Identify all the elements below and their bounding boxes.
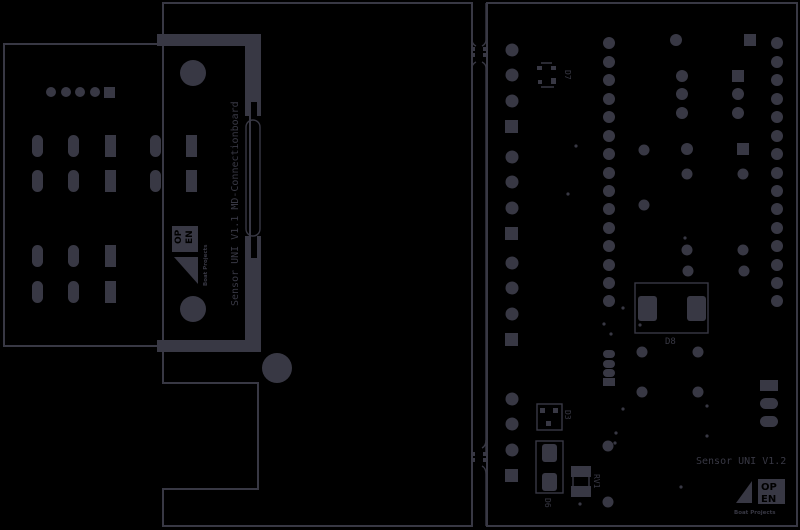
header-5pin: [46, 87, 115, 98]
header-column-1: [603, 37, 615, 307]
left-board: OP EN Boat Projects Boat Projects Sensor…: [3, 2, 473, 527]
copper-bracket: [157, 34, 261, 352]
vias: [566, 144, 709, 506]
svg-text:EN: EN: [185, 230, 195, 244]
svg-text:EN: EN: [761, 494, 776, 505]
logo-open-box: [758, 479, 785, 504]
mounting-hole-top: [180, 60, 206, 86]
connection-board-outline: [3, 43, 251, 347]
left-logo: OP EN Boat Projects: [172, 226, 198, 284]
terminal-column-left: [505, 43, 519, 482]
mounting-hole-frame: [262, 353, 292, 383]
right-board: D7: [471, 2, 798, 527]
logo-sail-icon: [174, 257, 198, 284]
left-frame-outline: [162, 2, 473, 527]
header-4pin: [603, 350, 615, 386]
right-logo-caption: Boat Projects: [734, 510, 776, 516]
connector-pads-lower: [32, 245, 116, 303]
component-d8: D8: [634, 282, 709, 347]
panel-rail-upper: [471, 3, 487, 526]
tht-pads-lower: [602, 346, 704, 508]
right-board-outline: [486, 2, 798, 527]
left-board-title: Sensor UNI V1.1 MD-Connectionboard: [230, 101, 241, 306]
right-board-title: Sensor UNI V1.2: [696, 456, 786, 467]
component-d7: D7: [537, 62, 572, 88]
svg-text:OP: OP: [761, 482, 777, 493]
tht-pads-middle: [638, 34, 756, 277]
right-logo: OP EN Boat Projects: [734, 479, 785, 516]
d3-label: D3: [563, 410, 572, 420]
connector-pads-upper: [32, 135, 197, 192]
component-d6: D6: [535, 440, 564, 508]
d7-label: D7: [563, 70, 572, 80]
header-3pin-right: [760, 380, 778, 427]
mounting-hole-bottom: [180, 296, 206, 322]
d8-label: D8: [665, 337, 676, 347]
component-d3: D3: [536, 403, 572, 431]
header-column-2: [771, 37, 783, 307]
left-logo-caption: Boat Projects: [203, 244, 209, 286]
breakaway-tab: [245, 102, 261, 258]
component-rv1: RV1: [571, 466, 601, 497]
logo-sail-icon: [736, 481, 752, 503]
d6-label: D6: [543, 498, 552, 508]
rv1-label: RV1: [592, 474, 601, 489]
panel-rail-lower: [472, 439, 487, 526]
svg-text:OP: OP: [174, 229, 184, 244]
